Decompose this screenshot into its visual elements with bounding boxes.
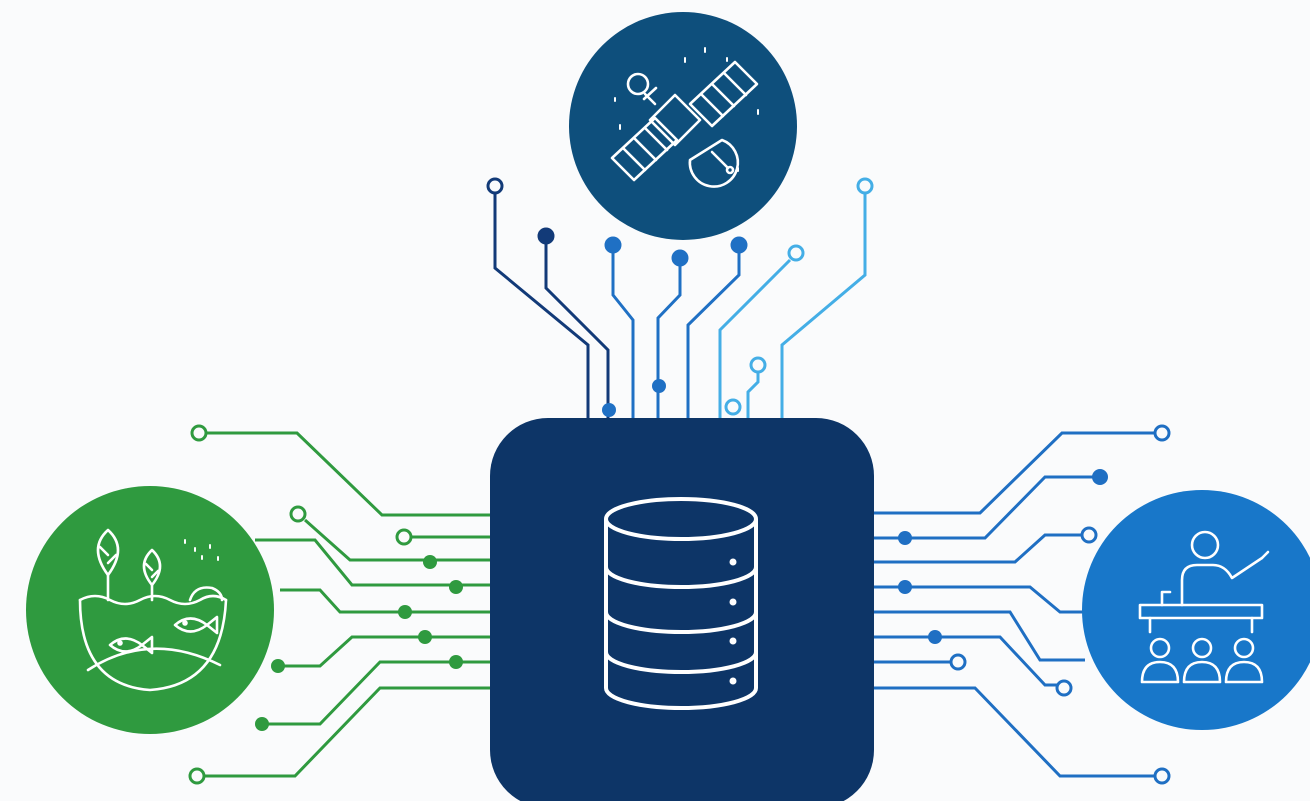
left-junction-1: [423, 555, 437, 569]
top-connector-2-end: [537, 227, 555, 245]
database-hub: [490, 418, 874, 801]
top-connector-1: [493, 193, 590, 420]
education-node-circle: [1082, 490, 1310, 730]
right-junction-1: [898, 531, 912, 545]
top-connector-7-end: [749, 356, 767, 374]
top-junction-3: [724, 398, 742, 416]
education-node: [1082, 490, 1310, 730]
top-connector-4: [656, 265, 682, 420]
presenter-audience-icon: [1138, 530, 1270, 684]
right-connector-8: [870, 686, 1155, 778]
right-connector-7-end: [949, 653, 967, 671]
top-connectors: [486, 177, 874, 420]
top-junction-2: [652, 379, 666, 393]
left-connectors: [188, 424, 495, 785]
left-connector-2: [304, 518, 495, 562]
top-connector-2: [544, 244, 610, 420]
left-junction-6: [271, 659, 285, 673]
satellite-node-circle: [569, 12, 797, 240]
right-connector-3: [870, 533, 1082, 564]
satellite-node: [569, 12, 797, 240]
top-connector-8: [780, 193, 867, 420]
left-connector-8-end: [188, 767, 206, 785]
right-connector-6-end: [1055, 679, 1073, 697]
right-connector-1-end: [1153, 424, 1171, 442]
left-connector-4: [255, 538, 495, 587]
ecology-node: [26, 486, 274, 734]
top-connector-3: [611, 252, 635, 420]
satellite-icon: [610, 47, 759, 188]
right-connector-8-end: [1153, 767, 1171, 785]
database-icon: [604, 497, 758, 710]
left-connector-5: [280, 588, 495, 614]
right-connector-2: [870, 475, 1095, 540]
top-connector-5: [686, 252, 741, 420]
right-connector-4: [870, 585, 1085, 614]
top-junction-1: [602, 403, 616, 417]
ecology-node-circle: [26, 486, 274, 734]
left-junction-5: [449, 655, 463, 669]
left-connector-3-end: [395, 528, 413, 546]
left-connector-1-end: [190, 424, 208, 442]
right-connector-2-end: [1092, 469, 1108, 485]
top-connector-6: [718, 258, 792, 420]
right-junction-3: [928, 630, 942, 644]
left-junction-7: [255, 717, 269, 731]
top-connector-4-end: [671, 249, 689, 267]
right-connectors: [870, 424, 1171, 785]
ecosystem-icon: [78, 528, 228, 692]
left-connector-7: [262, 660, 495, 726]
top-connector-8-end: [856, 177, 874, 195]
right-junction-2: [898, 580, 912, 594]
hub-tile: [490, 418, 874, 801]
top-connector-5-end: [730, 236, 748, 254]
top-connector-7: [746, 372, 760, 420]
right-connector-5: [870, 610, 1085, 662]
right-connector-1: [870, 431, 1155, 515]
top-connector-1-end: [486, 177, 504, 195]
left-connector-8: [205, 686, 495, 778]
left-junction-2: [449, 580, 463, 594]
left-junction-4: [418, 630, 432, 644]
left-junction-3: [398, 605, 412, 619]
left-connector-1: [207, 431, 495, 517]
left-connector-2-end: [289, 505, 307, 523]
right-connector-3-end: [1080, 526, 1098, 544]
top-connector-6-end: [787, 244, 805, 262]
top-connector-3-end: [604, 236, 622, 254]
